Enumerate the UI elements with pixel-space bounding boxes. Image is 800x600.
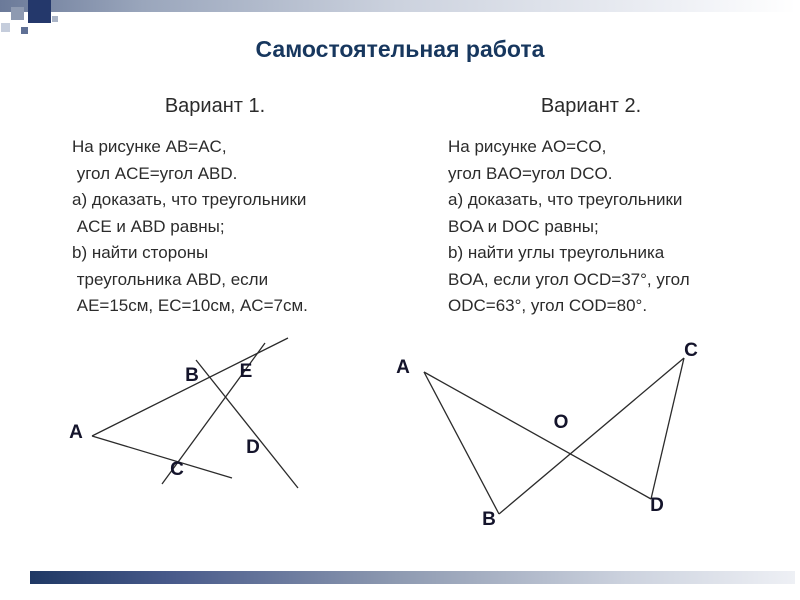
figure1-label-a: A [69, 422, 83, 443]
variant1-heading: Вариант 1. [164, 95, 266, 117]
slide-title: Самостоятельная работа [255, 36, 545, 62]
variant2-line-4: BOA и DOC равны; [448, 216, 599, 236]
figure2-diagram: A C O B D [380, 338, 725, 538]
variant2-line-6: BOA, если угол OCD=37°, угол [448, 269, 690, 289]
figure1-label-e: E [239, 361, 253, 382]
variant1-line-3: а) доказать, что треугольники [72, 190, 307, 209]
figure2-line-c-b [498, 357, 685, 515]
variant1-line-6: треугольника ABD, если [72, 269, 269, 289]
variant2-line-2: угол BAO=угол DCO. [448, 163, 613, 183]
figure1-label-d: D [246, 437, 260, 458]
figure1-ray-a-lower [91, 435, 233, 479]
figure2-label-c: C [684, 340, 698, 361]
decorative-square-tiny [52, 16, 58, 22]
variant2-line-5: b) найти углы треугольника [448, 243, 665, 262]
figure2-side-a-b [423, 371, 500, 515]
figure1-line-b-d [195, 359, 299, 489]
variant1-line-5: b) найти стороны [72, 243, 209, 262]
figure1-lines [91, 337, 299, 489]
figure2-side-c-d [650, 357, 685, 500]
variant1-line-1: На рисунке AB=AC, [72, 137, 227, 156]
figure2-label-b: B [482, 509, 496, 530]
figure2-label-a: A [396, 357, 410, 378]
figure1-label-b: B [185, 365, 199, 386]
variant1-column: Вариант 1. На рисунке AB=AC, угол ACE=уг… [72, 95, 382, 320]
figure2-lines [423, 357, 685, 515]
variant1-line-4: ACE и ABD равны; [72, 216, 225, 236]
figure1-diagram: A B E C D [55, 328, 325, 503]
figure2-label-d: D [650, 495, 664, 516]
figure2-label-o: O [553, 412, 569, 433]
variant1-line-2: угол ACE=угол ABD. [72, 163, 238, 183]
figure1-ray-a-upper [91, 337, 289, 437]
variant2-line-7: ODC=63°, угол COD=80°. [448, 296, 648, 315]
decorative-square-dark [28, 0, 51, 23]
figure1-line-e-c [161, 342, 266, 485]
variant2-heading: Вариант 2. [540, 95, 642, 117]
variant2-column: Вариант 2. На рисунке AO=CO, угол BAO=уг… [448, 95, 748, 320]
top-gradient-bar [0, 0, 796, 12]
bottom-gradient-bar [30, 571, 795, 584]
decorative-square-gray [11, 7, 24, 20]
figure2-line-a-d [423, 371, 652, 500]
variant1-line-7: AE=15см, EC=10см, AC=7см. [72, 296, 308, 315]
variant2-line-3: а) доказать, что треугольники [448, 190, 683, 209]
decorative-square-light [1, 23, 10, 32]
figure1-label-c: C [170, 459, 184, 480]
variant2-line-1: На рисунке AO=CO, [448, 137, 607, 156]
decorative-square-mid [21, 27, 28, 34]
